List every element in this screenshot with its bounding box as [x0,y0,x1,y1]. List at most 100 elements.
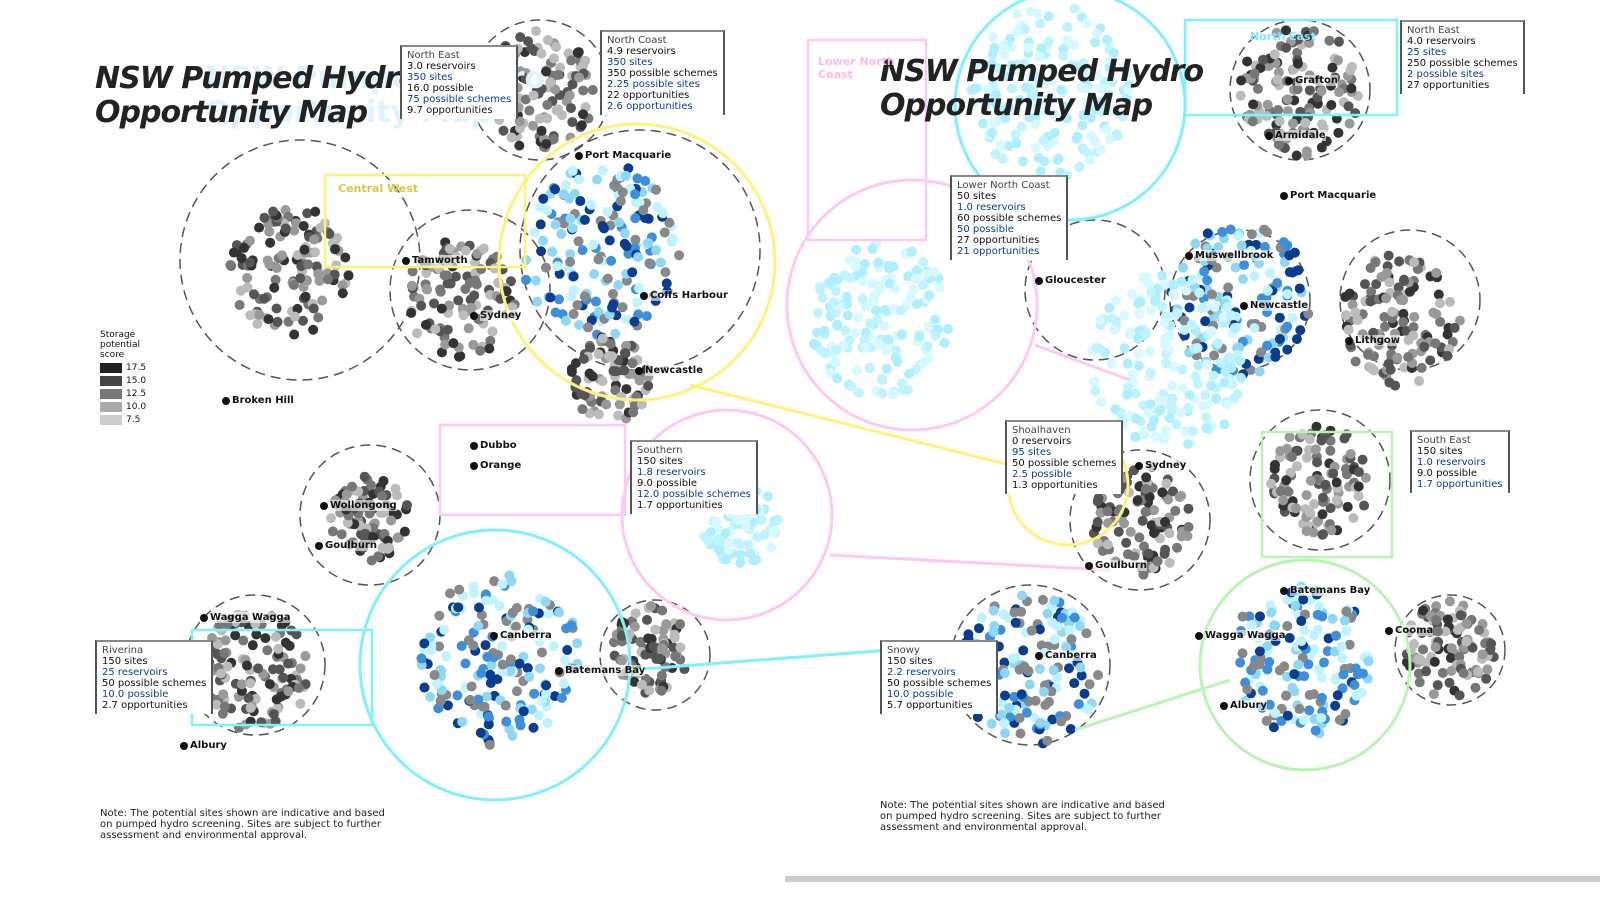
site-hex [830,285,841,296]
site-hex [1102,539,1113,550]
highlight-circle [1198,558,1412,772]
site-hex [651,245,662,256]
region-lens-outline [1394,594,1506,706]
site-hex [245,702,256,713]
site-hex [1093,670,1104,681]
site-hex [976,612,987,623]
site-hex [1235,372,1246,383]
site-hex [300,291,311,302]
site-hex [1003,141,1014,152]
site-hex [1281,475,1292,486]
site-hex [1133,348,1144,359]
site-hex [629,621,640,632]
site-hex [1119,343,1130,354]
site-hex [825,367,836,378]
site-hex [1352,314,1363,325]
site-hex [1164,345,1175,356]
site-hex [302,208,313,219]
site-hex [1183,503,1194,514]
site-hex [1150,296,1161,307]
leader-line [689,383,1011,467]
site-hex [1269,620,1280,631]
site-hex [548,641,559,652]
site-hex [220,635,231,646]
site-hex [260,633,271,644]
site-hex [1300,117,1311,128]
site-hex [264,259,275,270]
site-hex [1353,466,1364,477]
site-hex [619,347,630,358]
site-hex [485,335,496,346]
site-hex [973,623,984,634]
site-hex [990,148,1001,159]
site-hex [1095,145,1106,156]
site-hex [530,26,541,37]
site-hex [988,626,999,637]
site-hex [476,668,487,679]
site-hex [613,279,624,290]
site-hex [1344,118,1355,129]
site-hex [1316,142,1327,153]
site-hex [245,310,256,321]
site-hex [1104,302,1115,313]
site-hex [602,206,613,217]
site-hex [1011,138,1022,149]
town-marker [1385,627,1393,635]
site-hex [1409,311,1420,322]
place-label: Sydney [1145,460,1187,471]
site-hex [819,325,830,336]
site-hex [484,739,495,750]
site-hex [1035,18,1046,29]
site-hex [1064,625,1075,636]
site-hex [602,273,613,284]
site-hex [239,242,250,253]
leader-line [829,553,1111,572]
site-hex [536,48,547,59]
site-hex [1030,142,1041,153]
site-hex [308,324,319,335]
site-hex [553,69,564,80]
site-hex [1359,500,1370,511]
town-marker [470,442,478,450]
site-hex [1326,525,1337,536]
site-hex [399,526,410,537]
site-hex [271,303,282,314]
site-hex [1446,643,1457,654]
site-hex [657,643,668,654]
site-hex [1269,49,1280,60]
scrollbar[interactable] [785,876,1600,882]
place-label: Albury [190,740,227,751]
site-hex [507,607,518,618]
site-hex [997,153,1008,164]
site-hex [619,365,630,376]
site-hex [507,730,518,741]
site-hex [1284,250,1295,261]
site-hex [850,261,861,272]
site-hex [326,513,337,524]
site-hex [1371,279,1382,290]
site-hex [1273,105,1284,116]
leader-line [629,648,891,672]
site-hex [1133,360,1144,371]
site-hex [416,300,427,311]
site-hex [1004,702,1015,713]
site-hex [271,262,282,273]
site-hex [253,663,264,674]
site-hex [264,679,275,690]
site-hex [881,345,892,356]
site-hex [1470,682,1481,693]
site-hex [705,527,716,538]
stat-box-heading: South East [1417,435,1471,446]
site-hex [918,358,929,369]
site-hex [865,318,876,329]
site-hex [1014,94,1025,105]
site-hex [1284,267,1295,278]
site-hex [651,654,662,665]
site-hex [586,199,597,210]
site-hex [1242,56,1253,67]
site-hex [1146,305,1157,316]
stat-line: 3.0 reservoirs [407,61,476,72]
site-hex [646,601,657,612]
